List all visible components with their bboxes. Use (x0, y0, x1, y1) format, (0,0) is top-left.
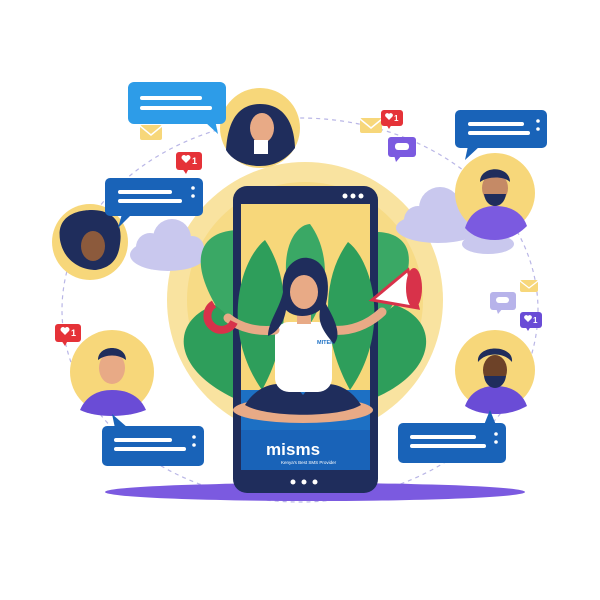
chat-bubble-bottom-right (398, 410, 506, 463)
orbit-dashed-ring (61, 117, 539, 503)
envelope-icon (359, 118, 383, 133)
chat-bubble-left (105, 178, 203, 228)
cloud-left (130, 219, 206, 271)
heart-notification-badge: 1 (176, 152, 202, 174)
avatar-man-left (70, 330, 154, 416)
chat-icon (388, 137, 416, 162)
heart-notification-badge: 1 (381, 110, 403, 129)
heart-notification-badge: 1 (55, 324, 81, 346)
avatar-man-right-bottom (455, 330, 535, 414)
brand-banner: mi sms Kenya's Best SMS Provider (241, 430, 370, 470)
notification-count: 1 (71, 328, 76, 338)
chat-bubble-top-right (455, 110, 547, 160)
brand-name-prefix: mi (266, 440, 286, 459)
meditating-woman: MITEK (203, 257, 422, 423)
avatar-woman-top (220, 88, 300, 168)
heart-notification-badge: 1 (520, 312, 542, 331)
notification-count: 1 (394, 114, 399, 123)
notification-count: 1 (533, 316, 538, 325)
chat-icon (490, 292, 516, 314)
brand-tagline: Kenya's Best SMS Provider (281, 460, 337, 465)
shirt-logo-text: MITEK (317, 340, 334, 346)
avatar-man-beard-right (455, 153, 535, 240)
chat-bubble-bottom-left (102, 414, 204, 466)
avatar-curly-left (52, 204, 128, 280)
envelope-icon (139, 125, 163, 140)
brand-name-suffix: sms (286, 440, 320, 459)
envelope-icon (519, 280, 539, 292)
notification-count: 1 (192, 156, 197, 166)
chat-bubble-top-left (128, 82, 226, 134)
